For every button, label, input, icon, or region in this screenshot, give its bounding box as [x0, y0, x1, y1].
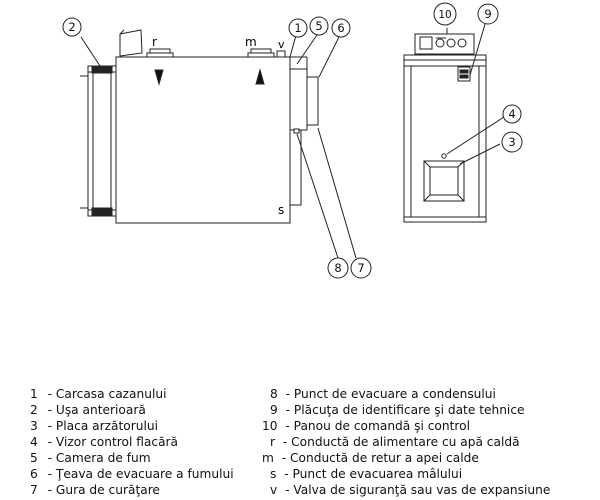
legend-text: - Punct de evacuare a condensului [281, 387, 496, 401]
callout-6: 6 [337, 21, 344, 35]
legend-key: m [262, 451, 274, 465]
legend-text: - Placa arzătorului [43, 419, 158, 433]
legend-item: r - Conductă de alimentare cu apă caldă [270, 434, 520, 450]
legend-item: 9 - Plăcuţa de identificare şi date tehn… [270, 402, 525, 418]
callout-5: 5 [315, 19, 322, 33]
legend-text: - Camera de fum [43, 451, 151, 465]
legend-item: 10 - Panou de comandă şi control [262, 418, 470, 434]
label-v: v [278, 38, 285, 51]
callout-7: 7 [357, 261, 364, 275]
callout-circle-4 [502, 104, 522, 124]
legend-key: 10 [262, 419, 278, 433]
nameplate [457, 66, 471, 82]
legend-text: - Conductă de retur a apei calde [277, 451, 479, 465]
callout-9: 9 [484, 7, 491, 21]
legend-text: - Conductă de alimentare cu apă caldă [279, 435, 520, 449]
legend-item: s - Punct de evacuarea mâlului [270, 466, 462, 482]
callout-circle-1 [288, 18, 308, 38]
callout-circle-5 [309, 16, 329, 36]
safety-valve-v [276, 50, 286, 58]
legend-text: - Punct de evacuarea mâlului [280, 467, 463, 481]
boiler-side-view [80, 27, 357, 259]
legend-item: 6 - Ţeava de evacuare a fumului [30, 466, 234, 482]
legend-item: 5 - Camera de fum [30, 450, 151, 466]
legend-item: 7 - Gura de curăţare [30, 482, 160, 498]
callout-circle-8 [327, 257, 349, 279]
legend-item: 8 - Punct de evacuare a condensului [270, 386, 496, 402]
legend-text: - Carcasa cazanului [43, 387, 167, 401]
callout-circle-6 [331, 18, 351, 38]
legend-text: - Plăcuţa de identificare şi date tehnic… [281, 403, 525, 417]
label-r: r [152, 35, 157, 49]
callouts [62, 2, 523, 279]
legend-text: - Gura de curăţare [43, 483, 160, 497]
flow-arrow-up [255, 68, 265, 85]
smoke-chamber [289, 56, 308, 131]
legend-key: v [270, 483, 278, 497]
legend-key: r [270, 435, 276, 449]
legend-text: - Valva de siguranţă sau vas de expansiu… [281, 483, 551, 497]
callout-circle-10 [433, 2, 457, 26]
legend-text: - Panou de comandă şi control [281, 419, 470, 433]
label-m: m [245, 35, 257, 49]
callout-4: 4 [508, 107, 515, 121]
callout-2: 2 [68, 20, 75, 34]
burner-plate [423, 160, 465, 202]
legend-text: - Vizor control flacără [43, 435, 179, 449]
control-panel [414, 33, 475, 55]
legend: 1 - Carcasa cazanului 2 - Uşa anterioară… [0, 386, 600, 500]
supply-pipe-r [146, 48, 174, 58]
front-casing [403, 54, 487, 223]
callout-8: 8 [334, 261, 341, 275]
callout-10: 10 [438, 9, 451, 21]
legend-item: 3 - Placa arzătorului [30, 418, 158, 434]
front-door [80, 65, 117, 217]
boiler-front-view [403, 13, 505, 223]
legend-item: 4 - Vizor control flacără [30, 434, 178, 450]
legend-key: 6 [30, 467, 38, 481]
legend-key: s [270, 467, 277, 481]
legend-item: v - Valva de siguranţă sau vas de expans… [270, 482, 550, 498]
legend-text: - Ţeava de evacuare a fumului [43, 467, 234, 481]
callout-circle-2 [62, 17, 82, 37]
legend-key: 3 [30, 419, 38, 433]
lower-box [289, 128, 302, 206]
sight-glass [441, 153, 447, 159]
legend-item: m - Conductă de retur a apei calde [262, 450, 479, 466]
legend-key: 8 [270, 387, 278, 401]
legend-key: 1 [30, 387, 38, 401]
legend-text: - Uşa anterioară [43, 403, 146, 417]
legend-key: 9 [270, 403, 278, 417]
callout-1: 1 [294, 21, 301, 35]
legend-key: 5 [30, 451, 38, 465]
boiler-diagram: r m v s 1 5 6 2 8 7 10 9 4 3 [62, 2, 523, 279]
callout-circle-7 [350, 257, 372, 279]
legend-item: 1 - Carcasa cazanului [30, 386, 166, 402]
flow-arrow-down [154, 69, 164, 86]
flue-pipe [306, 76, 319, 126]
callout-3: 3 [508, 135, 515, 149]
top-panel [119, 29, 143, 57]
legend-key: 2 [30, 403, 38, 417]
legend-item: 2 - Uşa anterioară [30, 402, 146, 418]
legend-key: 7 [30, 483, 38, 497]
return-pipe-m [247, 48, 275, 58]
callout-circle-3 [501, 131, 523, 153]
label-s: s [278, 203, 284, 217]
legend-key: 4 [30, 435, 38, 449]
callout-circle-9 [477, 3, 499, 25]
